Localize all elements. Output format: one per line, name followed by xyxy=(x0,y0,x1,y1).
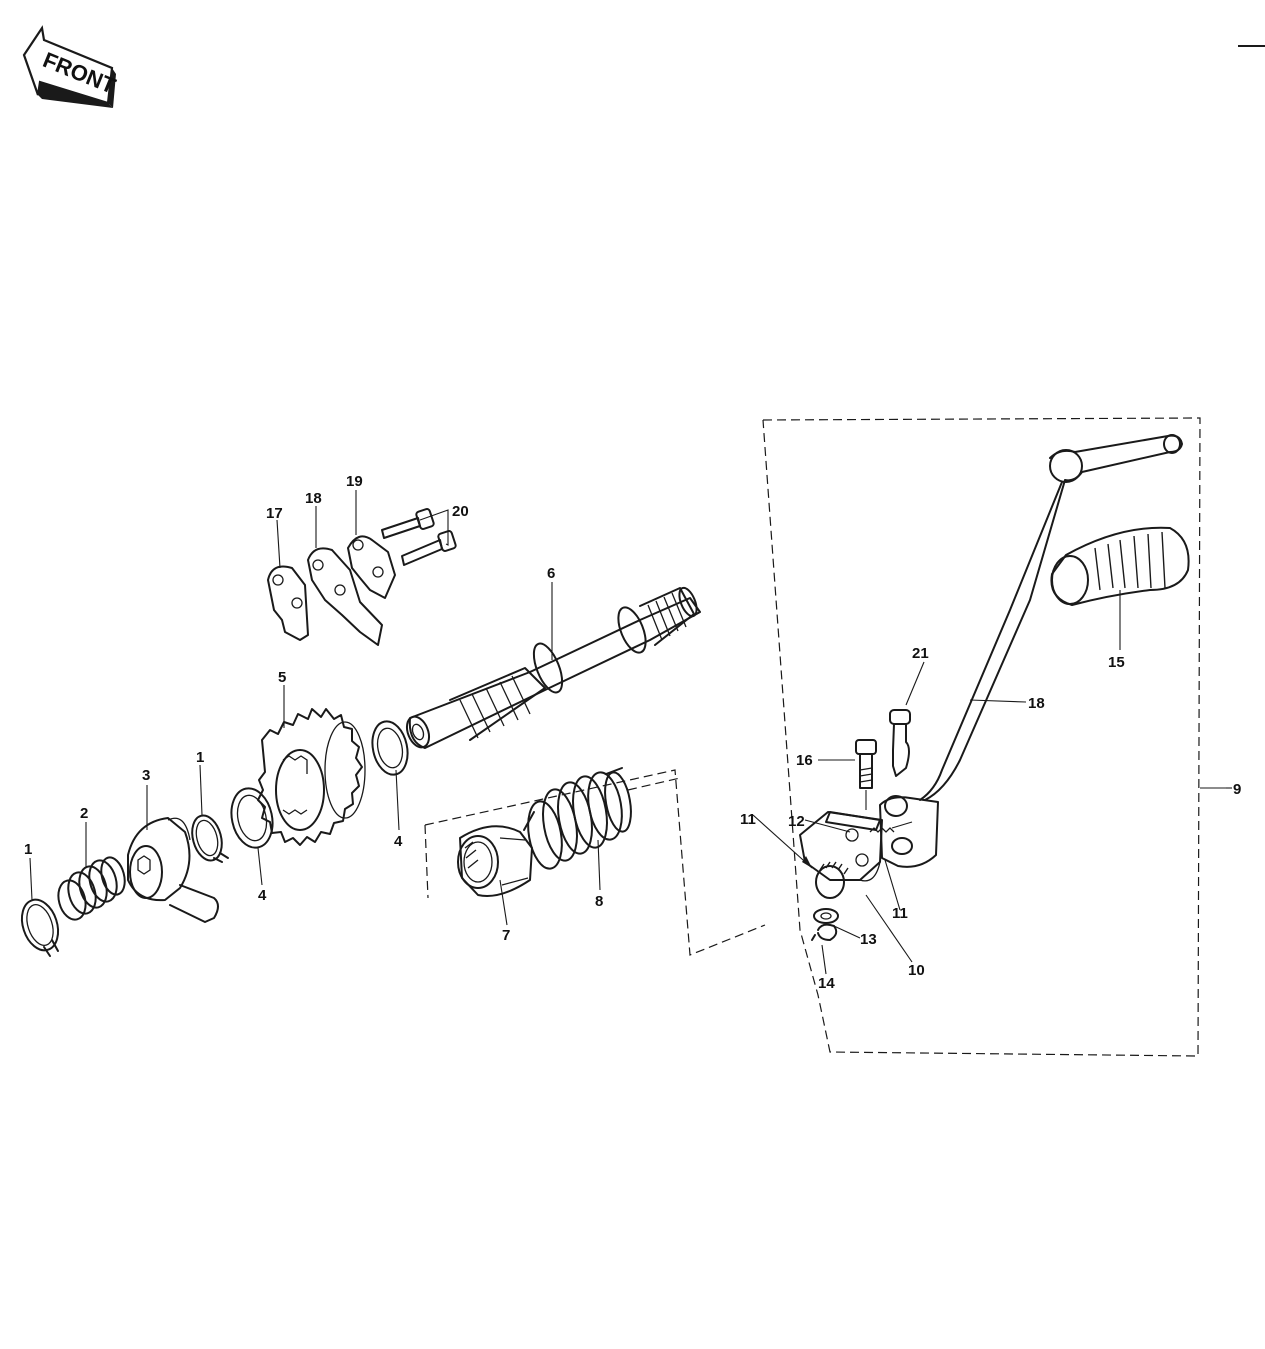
front-direction-arrow: FRONT xyxy=(22,25,120,108)
kick-spring-8 xyxy=(523,767,632,870)
callout-7: 7 xyxy=(502,927,510,944)
kick-pedal-lever xyxy=(879,434,1183,868)
callout-2: 2 xyxy=(80,805,88,822)
callout-1-right: 1 xyxy=(196,749,204,766)
callout-5: 5 xyxy=(278,669,286,686)
pedal-rubber-15 xyxy=(1050,526,1190,606)
bolts-20 xyxy=(381,508,457,566)
leader-lines xyxy=(29,490,1232,975)
callout-19: 19 xyxy=(346,473,363,490)
kick-pedal-assembly-boundary xyxy=(762,417,1226,1057)
washer-13 xyxy=(813,908,839,924)
callout-8: 8 xyxy=(595,893,603,910)
bolt-16 xyxy=(855,739,877,810)
spring-2 xyxy=(57,856,126,921)
callout-17: 17 xyxy=(266,505,283,522)
circlip-1-right xyxy=(191,814,229,863)
callout-4-left: 4 xyxy=(258,887,267,904)
callout-18-plate: 18 xyxy=(305,490,322,507)
callout-9: 9 xyxy=(1233,781,1241,798)
circlip-1-left xyxy=(20,898,60,957)
callout-11-left: 11 xyxy=(740,811,756,828)
washer-4-right xyxy=(371,720,409,776)
callout-16: 16 xyxy=(796,752,813,769)
spring-guide-7 xyxy=(457,825,533,897)
callout-6: 6 xyxy=(547,565,555,582)
washer-4-left xyxy=(230,787,274,849)
ratchet-3 xyxy=(127,817,219,923)
callout-12: 12 xyxy=(788,813,805,830)
callout-18-lever: 18 xyxy=(1028,695,1045,712)
callout-labels: 1 2 3 1 4 5 4 6 7 8 17 18 19 20 21 16 18… xyxy=(24,473,1241,992)
stopper-plate-18 xyxy=(307,547,383,646)
callout-11-right: 11 xyxy=(892,905,908,922)
callout-10: 10 xyxy=(908,962,925,979)
callout-21: 21 xyxy=(912,645,929,662)
callout-20: 20 xyxy=(452,503,469,520)
spring-11 xyxy=(869,821,913,833)
stopper-plate-17 xyxy=(267,565,309,641)
bolt-21 xyxy=(889,709,911,777)
clip-14 xyxy=(811,923,838,941)
callout-1-left: 1 xyxy=(24,841,32,858)
callout-15: 15 xyxy=(1108,654,1125,671)
callout-4-right: 4 xyxy=(394,833,403,850)
kick-gear-5 xyxy=(257,708,366,846)
pedal-arm-10 xyxy=(799,811,883,899)
callout-13: 13 xyxy=(860,931,877,948)
kick-shaft-6 xyxy=(405,586,701,749)
callout-14: 14 xyxy=(818,975,835,992)
stopper-plate-19 xyxy=(347,535,396,599)
spring-group-boundary xyxy=(424,769,766,956)
callout-3: 3 xyxy=(142,767,150,784)
